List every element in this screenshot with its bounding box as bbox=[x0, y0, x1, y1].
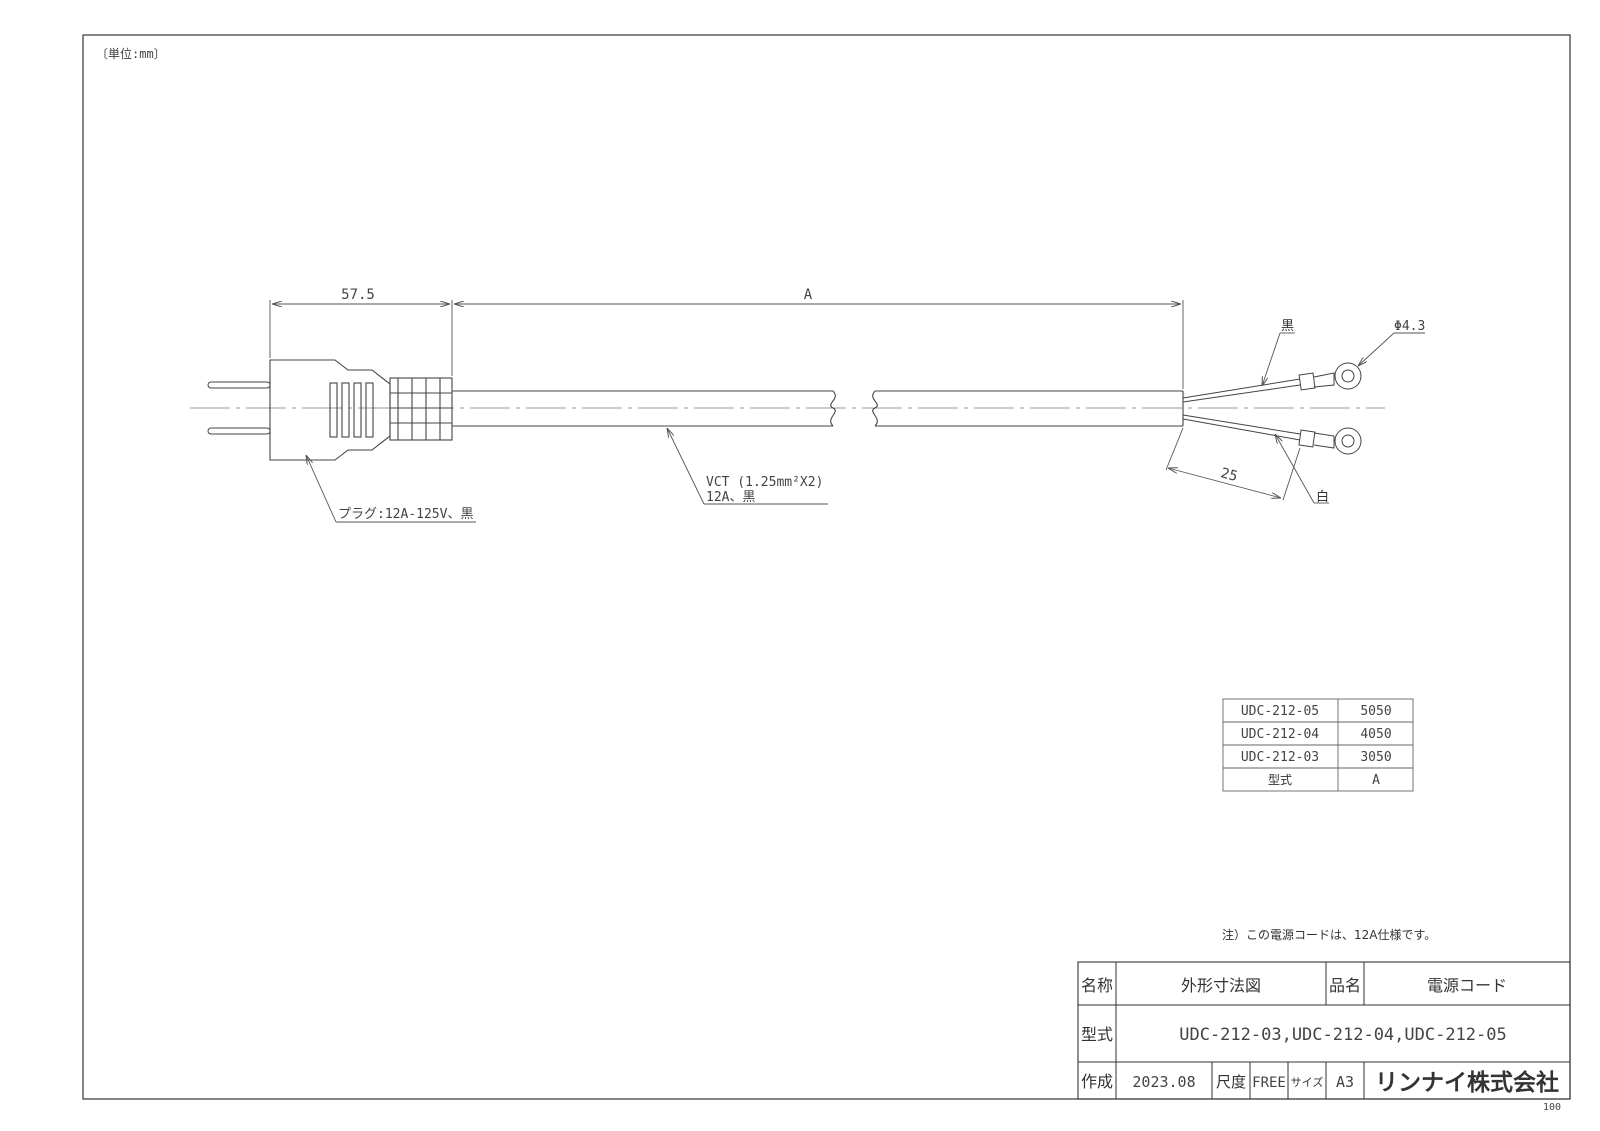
plug-body bbox=[269, 359, 453, 461]
title-block: 名称 外形寸法図 品名 電源コード 型式 UDC-212-03,UDC-212-… bbox=[1077, 961, 1571, 1100]
sheet-border bbox=[82, 34, 1571, 1100]
leader-wire-white bbox=[1275, 434, 1329, 504]
spec-row-a: 3050 bbox=[1360, 750, 1391, 765]
sheet-number: 100 bbox=[1543, 1102, 1561, 1113]
title-scale-value: FREE bbox=[1252, 1075, 1286, 1091]
spec-row-model: UDC-212-04 bbox=[1241, 727, 1319, 742]
dim-cord-length-text: A bbox=[804, 287, 813, 303]
leader-wire-black bbox=[1262, 332, 1295, 386]
dim-plug-length bbox=[269, 300, 453, 376]
plug-label: プラグ:12A-125V、黒 bbox=[338, 507, 473, 522]
title-product-value: 電源コード bbox=[1427, 976, 1507, 995]
cord-label-line1: VCT (1.25mm²X2) bbox=[706, 475, 823, 490]
dim-strip-length-text: 25 bbox=[1219, 465, 1239, 485]
title-model-label: 型式 bbox=[1081, 1025, 1113, 1044]
wire-black-label: 黒 bbox=[1281, 319, 1294, 334]
leader-cord bbox=[667, 428, 828, 505]
title-size-label: サイズ bbox=[1291, 1075, 1324, 1089]
spec-header-model: 型式 bbox=[1268, 773, 1292, 787]
title-name-value: 外形寸法図 bbox=[1181, 976, 1261, 995]
leader-plug bbox=[306, 455, 476, 523]
wire-black bbox=[1182, 362, 1362, 403]
wire-white-label: 白 bbox=[1316, 489, 1329, 505]
company-name: リンナイ株式会社 bbox=[1375, 1069, 1559, 1096]
spec-table: UDC-212-05 5050 UDC-212-04 4050 UDC-212-… bbox=[1222, 698, 1414, 792]
spec-row-model: UDC-212-03 bbox=[1241, 750, 1319, 765]
title-size-value: A3 bbox=[1336, 1073, 1354, 1091]
spec-row-a: 5050 bbox=[1360, 704, 1391, 719]
dim-cord-length bbox=[454, 300, 1184, 389]
dim-plug-length-text: 57.5 bbox=[341, 287, 375, 303]
cord-label-line2: 12A、黒 bbox=[706, 490, 755, 505]
ring-diameter-text: Φ4.3 bbox=[1394, 319, 1425, 334]
cord bbox=[452, 390, 1184, 427]
title-created-value: 2023.08 bbox=[1132, 1073, 1195, 1091]
title-model-value: UDC-212-03,UDC-212-04,UDC-212-05 bbox=[1179, 1025, 1507, 1045]
leader-ring-diameter bbox=[1358, 332, 1425, 366]
title-name-label: 名称 bbox=[1081, 976, 1113, 995]
wire-white bbox=[1182, 414, 1362, 455]
dim-strip-length bbox=[1165, 427, 1301, 501]
title-product-label: 品名 bbox=[1329, 976, 1361, 995]
title-scale-label: 尺度 bbox=[1216, 1073, 1246, 1091]
spec-header-a: A bbox=[1372, 773, 1380, 788]
drawing-note: 注）この電源コードは、12A仕様です。 bbox=[1222, 927, 1436, 942]
spec-row-a: 4050 bbox=[1360, 727, 1391, 742]
title-created-label: 作成 bbox=[1081, 1072, 1113, 1091]
unit-note: 〔単位:mm〕 bbox=[96, 46, 166, 61]
spec-row-model: UDC-212-05 bbox=[1241, 704, 1319, 719]
